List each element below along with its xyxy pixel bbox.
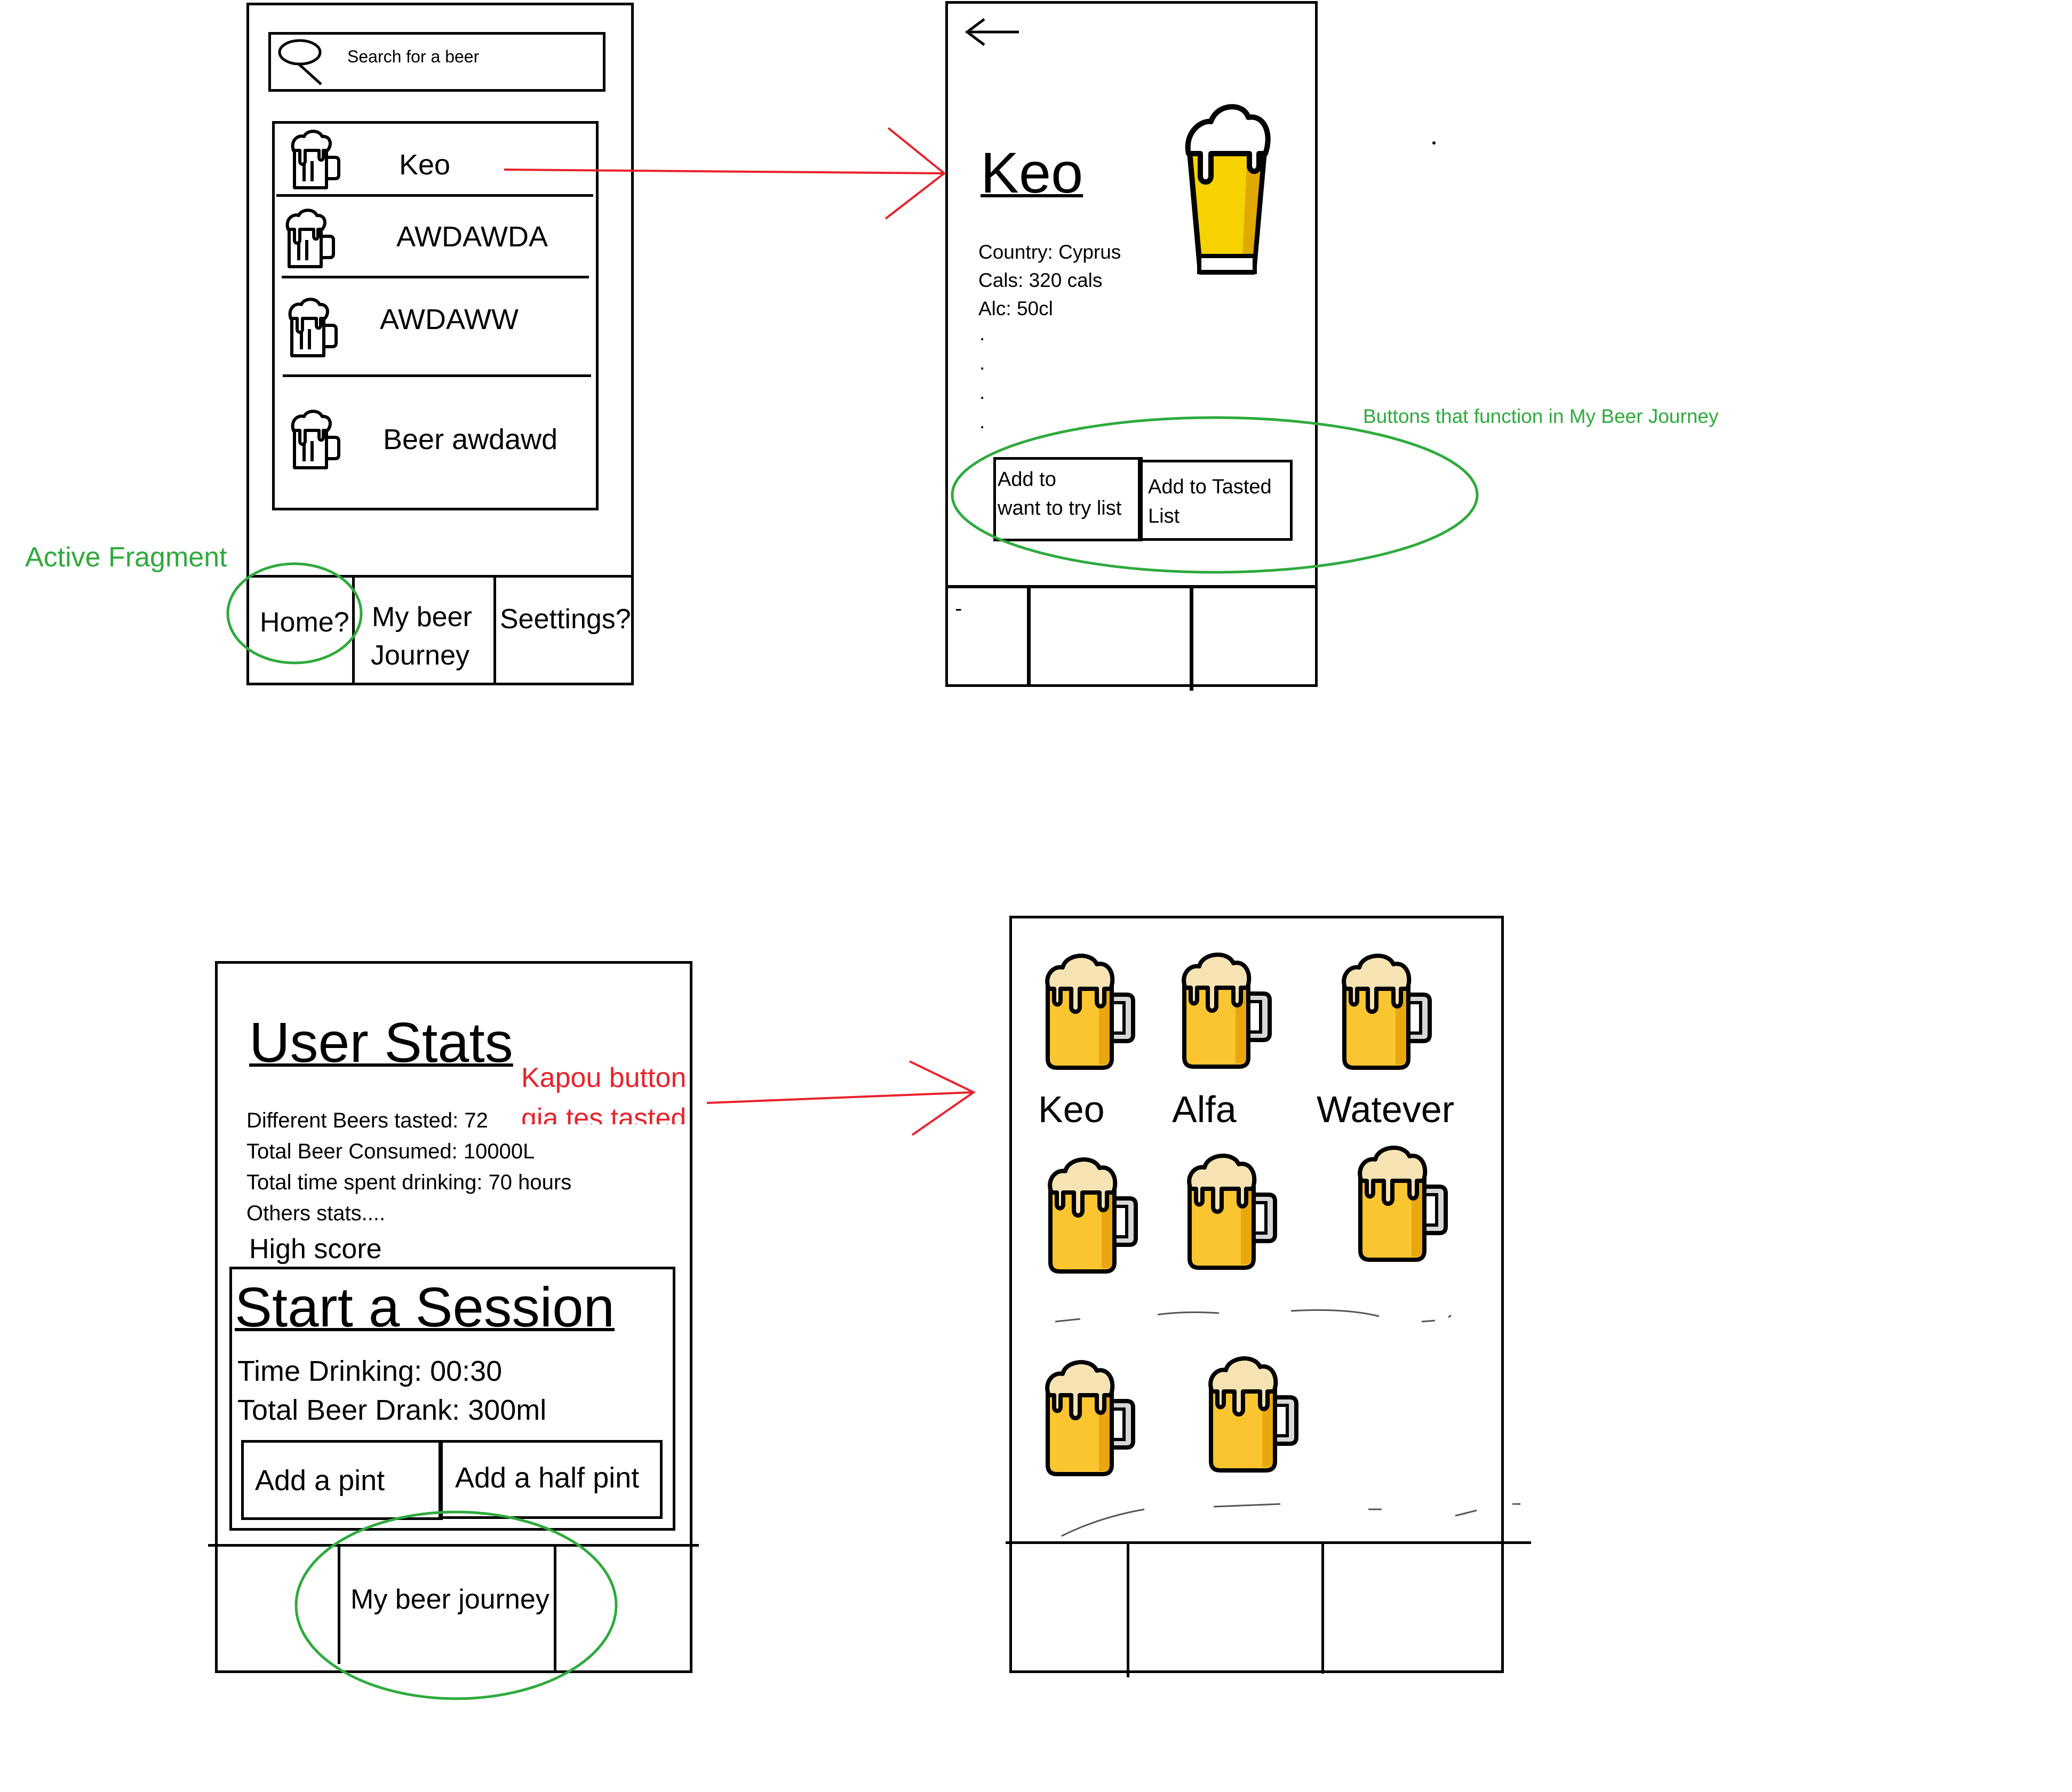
add-half-pint-label: Add a half pint xyxy=(455,1462,640,1494)
list-item-keo[interactable]: Keo xyxy=(399,149,451,181)
red-arrow-line xyxy=(504,169,945,174)
nav-separator xyxy=(338,1546,340,1664)
bottom-nav-divider xyxy=(1006,1541,1531,1544)
detail-more: . xyxy=(979,381,985,403)
nav-separator xyxy=(1190,587,1193,691)
session-total: Total Beer Drank: 300ml xyxy=(237,1394,547,1426)
detail-cals: Cals: 320 cals xyxy=(978,269,1103,291)
stat-total-time: Total time spent drinking: 70 hours xyxy=(246,1171,572,1194)
search-bar[interactable] xyxy=(268,32,605,92)
journey-nav-ellipse xyxy=(294,1510,618,1700)
buttons-note-label: Buttons that function in My Beer Journey xyxy=(1363,405,1719,427)
beer-mug-color-icon[interactable] xyxy=(1041,1356,1137,1478)
journey-label-keo: Keo xyxy=(1038,1089,1105,1130)
list-divider xyxy=(283,374,591,377)
beer-mug-color-icon[interactable] xyxy=(1044,1153,1140,1276)
add-to-want-button[interactable] xyxy=(993,457,1143,541)
search-input[interactable]: Search for a beer xyxy=(347,47,480,66)
add-half-pint-button[interactable] xyxy=(439,1440,663,1519)
journey-label-watever: Watever xyxy=(1317,1089,1455,1130)
beer-mug-color-icon[interactable] xyxy=(1205,1352,1301,1475)
nav-separator xyxy=(1027,587,1031,687)
back-arrow-icon[interactable] xyxy=(963,16,1022,48)
screen-detail-frame xyxy=(945,1,1318,687)
beer-glass-icon xyxy=(1185,104,1271,275)
red-arrow-head xyxy=(909,1060,976,1136)
nav-settings[interactable]: Seettings? xyxy=(500,604,631,635)
session-time: Time Drinking: 00:30 xyxy=(237,1355,503,1387)
stat-different-beers: Different Beers tasted: 72 xyxy=(246,1109,488,1132)
kapou-button-label-line2: gia tes tasted xyxy=(521,1103,687,1124)
screen-stats-frame xyxy=(215,961,692,1673)
list-divider xyxy=(282,276,589,278)
nav-my-beer-journey[interactable]: My beer journey xyxy=(350,1584,549,1615)
detail-alc: Alc: 50cl xyxy=(978,298,1053,319)
bottom-nav-divider xyxy=(945,585,1318,588)
bottom-nav-divider xyxy=(246,575,634,578)
beer-mug-outline-icon xyxy=(285,296,339,360)
active-fragment-ellipse xyxy=(226,562,363,665)
bottom-nav-divider xyxy=(208,1544,699,1547)
nav-separator xyxy=(352,576,355,685)
stat-total-consumed: Total Beer Consumed: 10000L xyxy=(246,1140,535,1163)
list-item-beer-awdawd[interactable]: Beer awdawd xyxy=(383,423,558,455)
nav-home[interactable]: Home? xyxy=(260,607,349,638)
beer-title: Keo xyxy=(981,140,1083,205)
list-item-awdaww[interactable]: AWDAWW xyxy=(380,303,519,335)
beer-list xyxy=(272,121,599,510)
add-to-tasted-button[interactable] xyxy=(1138,460,1293,541)
kapou-button-label: Kapou button xyxy=(521,1062,687,1093)
beer-mug-outline-icon xyxy=(288,128,341,192)
active-fragment-label: Active Fragment xyxy=(25,542,227,573)
beer-mug-color-icon[interactable] xyxy=(1354,1141,1450,1264)
session-title: Start a Session xyxy=(235,1276,615,1339)
high-score-label: High score xyxy=(249,1234,382,1265)
red-arrow-head xyxy=(884,127,946,220)
add-to-tasted-label-line2: List xyxy=(1148,505,1180,527)
detail-more: . xyxy=(979,411,985,433)
beer-mug-color-icon[interactable] xyxy=(1041,949,1137,1072)
beer-mug-color-icon[interactable] xyxy=(1178,948,1274,1071)
beer-mug-color-icon[interactable] xyxy=(1338,949,1434,1072)
search-icon[interactable] xyxy=(277,37,325,88)
add-to-want-label-line2: want to try list xyxy=(998,497,1122,519)
add-to-want-label-line1: Add to xyxy=(998,468,1056,491)
detail-country: Country: Cyprus xyxy=(978,241,1121,263)
nav-separator xyxy=(1127,1543,1129,1677)
screen-home-frame xyxy=(246,3,634,685)
session-panel xyxy=(229,1267,675,1531)
nav-my-beer-journey-line2[interactable]: Journey xyxy=(371,640,469,671)
nav-mark: - xyxy=(955,597,962,620)
detail-more: . xyxy=(979,352,985,374)
beer-mug-color-icon[interactable] xyxy=(1183,1149,1279,1272)
nav-separator xyxy=(493,576,496,685)
screen-journey-frame xyxy=(1009,916,1504,1673)
list-item-awdawda[interactable]: AWDAWDA xyxy=(396,221,548,253)
nav-separator xyxy=(1321,1543,1324,1674)
beer-mug-outline-icon xyxy=(283,207,336,271)
detail-more: . xyxy=(979,323,985,345)
stats-title: User Stats xyxy=(249,1011,513,1074)
buttons-ellipse xyxy=(951,416,1479,574)
red-arrow-line xyxy=(706,1091,974,1104)
beer-mug-outline-icon xyxy=(288,408,341,472)
add-pint-button[interactable] xyxy=(241,1440,443,1520)
add-pint-label: Add a pint xyxy=(255,1465,385,1497)
stat-others: Others stats.... xyxy=(246,1202,386,1225)
nav-my-beer-journey-line1[interactable]: My beer xyxy=(372,602,472,633)
nav-separator xyxy=(554,1546,556,1671)
add-to-tasted-label-line1: Add to Tasted xyxy=(1148,476,1272,498)
list-divider xyxy=(276,194,593,197)
journey-label-alfa: Alfa xyxy=(1172,1089,1237,1130)
